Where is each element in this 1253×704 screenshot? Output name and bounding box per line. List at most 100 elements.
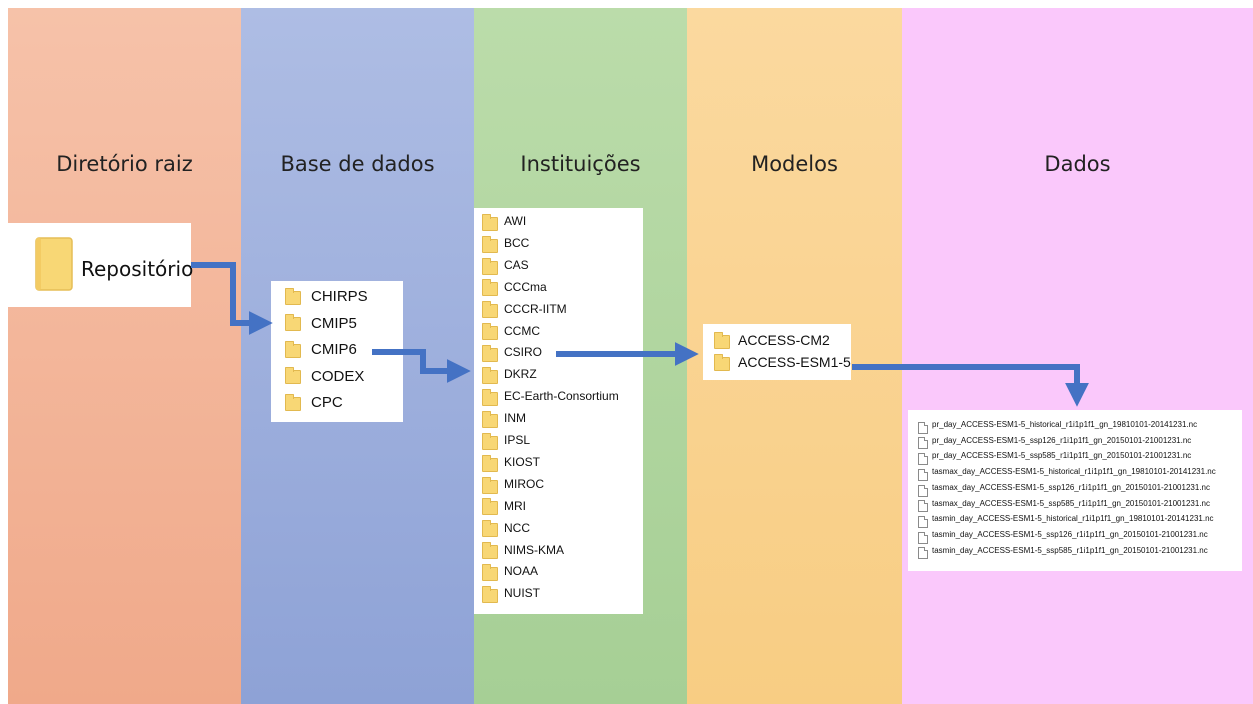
column-title: Diretório raiz — [56, 152, 193, 176]
database-folder[interactable]: CMIP5 — [285, 314, 357, 342]
data-file[interactable]: pr_day_ACCESS-ESM1-5_historical_r1i1p1f1… — [918, 419, 1197, 437]
institution-folder-label: CAS — [504, 257, 529, 272]
institution-folder-label: KIOST — [504, 454, 541, 469]
institution-folder[interactable]: NUIST — [482, 586, 540, 608]
institution-folder[interactable]: DKRZ — [482, 367, 537, 389]
data-file[interactable]: tasmax_day_ACCESS-ESM1-5_ssp126_r1i1p1f1… — [918, 482, 1210, 500]
model-folder-label: ACCESS-CM2 — [738, 332, 830, 348]
folder-icon — [482, 564, 498, 582]
folder-icon — [482, 323, 498, 341]
institution-folder[interactable]: MIROC — [482, 476, 544, 499]
folder-icon — [285, 314, 301, 332]
institution-folder[interactable]: NCC — [482, 520, 530, 543]
model-folder-label: ACCESS-ESM1-5 — [738, 354, 851, 370]
database-folder[interactable]: CPC — [285, 393, 343, 421]
database-folder-label: CPC — [311, 394, 343, 411]
root-folder-box[interactable]: Repositório — [8, 223, 194, 307]
column-title: Base de dados — [280, 152, 435, 176]
arrow-databases-to-institutions — [372, 349, 471, 383]
institution-folder[interactable]: KIOST — [482, 454, 540, 477]
file-icon — [918, 468, 928, 481]
data-file[interactable]: tasmax_day_ACCESS-ESM1-5_ssp585_r1i1p1f1… — [918, 498, 1210, 516]
file-icon — [918, 547, 928, 560]
institution-folder[interactable]: CCCR-IITM — [482, 301, 567, 324]
file-icon — [918, 484, 928, 497]
database-folder-label: CMIP6 — [311, 341, 357, 358]
institution-folder[interactable]: NIMS-KMA — [482, 542, 564, 565]
folder-icon — [714, 331, 730, 349]
folder-icon — [482, 367, 498, 385]
database-folder[interactable]: CMIP6 — [285, 340, 357, 368]
institution-folder[interactable]: BCC — [482, 235, 529, 258]
institution-folder-label: CCCR-IITM — [504, 301, 567, 316]
data-file-label: tasmax_day_ACCESS-ESM1-5_ssp585_r1i1p1f1… — [932, 498, 1210, 508]
institution-folder-label: AWI — [504, 214, 527, 228]
column-title: Dados — [1044, 152, 1111, 176]
folder-icon — [285, 393, 301, 411]
data-file-label: tasmin_day_ACCESS-ESM1-5_ssp126_r1i1p1f1… — [932, 529, 1208, 539]
data-file[interactable]: tasmin_day_ACCESS-ESM1-5_ssp126_r1i1p1f1… — [918, 529, 1208, 547]
institution-folder-label: IPSL — [504, 433, 531, 447]
institution-folder[interactable]: AWI — [482, 213, 526, 236]
arrow-root-to-databases — [191, 262, 273, 335]
data-file-label: tasmax_day_ACCESS-ESM1-5_historical_r1i1… — [932, 467, 1216, 477]
folder-icon — [482, 410, 498, 428]
folder-icon — [482, 432, 498, 450]
folder-icon — [482, 345, 498, 363]
data-file-label: tasmax_day_ACCESS-ESM1-5_ssp126_r1i1p1f1… — [932, 482, 1210, 492]
model-folder[interactable]: ACCESS-CM2 — [714, 331, 830, 354]
file-icon — [918, 421, 928, 434]
file-icon — [918, 515, 928, 528]
institution-folder-label: CCCma — [504, 279, 547, 294]
institution-folder[interactable]: INM — [482, 410, 526, 433]
data-file[interactable]: tasmax_day_ACCESS-ESM1-5_historical_r1i1… — [918, 466, 1216, 484]
folder-icon — [482, 476, 498, 494]
institution-folder[interactable]: CAS — [482, 257, 529, 280]
folder-icon — [482, 213, 498, 231]
large-folder-icon — [35, 237, 73, 291]
institution-folder-label: MRI — [504, 498, 526, 513]
institution-folder-label: DKRZ — [504, 367, 537, 382]
column-root-directory: Diretório raiz — [8, 8, 241, 704]
files-list: pr_day_ACCESS-ESM1-5_historical_r1i1p1f1… — [908, 410, 1242, 571]
database-folder-label: CHIRPS — [311, 288, 368, 305]
data-file[interactable]: tasmin_day_ACCESS-ESM1-5_ssp585_r1i1p1f1… — [918, 545, 1208, 563]
root-folder-label: Repositório — [81, 257, 194, 281]
institution-folder[interactable]: NOAA — [482, 564, 538, 586]
folder-icon — [482, 235, 498, 253]
folder-icon — [482, 279, 498, 297]
institution-folder-label: NOAA — [504, 564, 539, 579]
folder-icon — [482, 257, 498, 275]
institution-folder[interactable]: CCMC — [482, 323, 540, 346]
institution-folder-label: CCMC — [504, 323, 540, 338]
data-file-label: pr_day_ACCESS-ESM1-5_ssp585_r1i1p1f1_gn_… — [932, 451, 1192, 461]
database-folder[interactable]: CHIRPS — [285, 287, 368, 315]
folder-icon — [482, 454, 498, 472]
institution-folder[interactable]: MRI — [482, 498, 526, 521]
data-file[interactable]: pr_day_ACCESS-ESM1-5_ssp126_r1i1p1f1_gn_… — [918, 435, 1191, 453]
institution-folder-label: CSIRO — [504, 345, 543, 360]
folder-icon — [482, 586, 498, 604]
database-folder-label: CMIP5 — [311, 314, 357, 332]
folder-icon — [482, 498, 498, 516]
folder-icon — [482, 542, 498, 560]
institution-folder[interactable]: EC-Earth-Consortium — [482, 388, 619, 411]
data-file[interactable]: pr_day_ACCESS-ESM1-5_ssp585_r1i1p1f1_gn_… — [918, 450, 1191, 468]
institution-folder[interactable]: CCCma — [482, 279, 547, 302]
institution-folder[interactable]: IPSL — [482, 432, 530, 455]
arrow-models-to-files — [852, 364, 1089, 407]
folder-icon — [482, 388, 498, 406]
data-file-label: pr_day_ACCESS-ESM1-5_ssp126_r1i1p1f1_gn_… — [932, 435, 1192, 445]
column-data: Dados — [902, 8, 1253, 704]
model-folder[interactable]: ACCESS-ESM1-5 — [714, 353, 851, 376]
folder-icon — [285, 367, 301, 385]
database-folder[interactable]: CODEX — [285, 367, 364, 395]
folder-icon — [714, 353, 730, 371]
folder-icon — [482, 520, 498, 538]
folder-icon — [285, 340, 301, 358]
data-file[interactable]: tasmin_day_ACCESS-ESM1-5_historical_r1i1… — [918, 513, 1214, 531]
institution-folder[interactable]: CSIRO — [482, 345, 542, 367]
file-icon — [918, 531, 928, 544]
institution-folder-label: NCC — [504, 520, 530, 535]
